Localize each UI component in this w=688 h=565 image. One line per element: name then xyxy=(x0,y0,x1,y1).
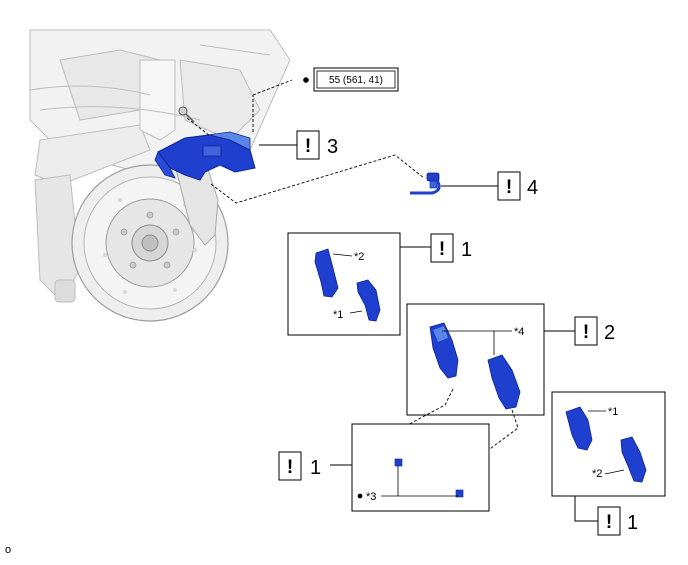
caution-mark: ! xyxy=(606,512,612,533)
pad-box: *4 xyxy=(406,303,545,416)
callout-number: 2 xyxy=(604,322,615,344)
label-star2: *2 xyxy=(592,468,602,480)
callout-number: 1 xyxy=(461,239,472,261)
callout-caliper: ! 3 xyxy=(259,130,338,160)
shim-box-lower-right: *1 *2 xyxy=(551,391,666,497)
label-star1: *1 xyxy=(333,309,343,321)
label-star3: *3 xyxy=(366,491,376,503)
torque-spec-box: 55 (561, 41) xyxy=(313,67,399,92)
label-star4: *4 xyxy=(514,326,524,338)
brake-caliper xyxy=(154,131,256,181)
suspension-background xyxy=(29,29,291,303)
label-star1: *1 xyxy=(608,406,618,418)
callout-wear-indicators: ! 1 xyxy=(278,451,352,481)
figure-code: o xyxy=(5,544,12,556)
caution-mark: ! xyxy=(287,457,293,478)
caution-mark: ! xyxy=(439,239,445,260)
callout-number: 1 xyxy=(310,457,321,479)
callout-number: 1 xyxy=(627,512,638,534)
caution-mark: ! xyxy=(506,177,512,198)
callout-wear-sensor: ! 4 xyxy=(441,171,538,201)
caution-mark: ! xyxy=(305,136,311,157)
torque-dot xyxy=(303,77,309,83)
label-star2: *2 xyxy=(354,251,364,263)
callout-number: 3 xyxy=(327,136,338,158)
brake-disc xyxy=(71,164,229,322)
callout-shims-lower: ! 1 xyxy=(574,496,638,536)
wear-indicator-box: *3 xyxy=(351,423,490,512)
callout-number: 4 xyxy=(527,177,538,199)
shim-box-upper-left: *2 *1 xyxy=(287,232,401,336)
callout-pads: ! 2 xyxy=(544,316,615,346)
wear-sensor xyxy=(410,172,441,195)
callout-shims-upper: ! 1 xyxy=(400,233,472,263)
dot-marker xyxy=(357,493,363,499)
torque-spec-text: 55 (561, 41) xyxy=(329,75,383,86)
caution-mark: ! xyxy=(583,322,589,343)
bolt-icon xyxy=(178,106,195,123)
